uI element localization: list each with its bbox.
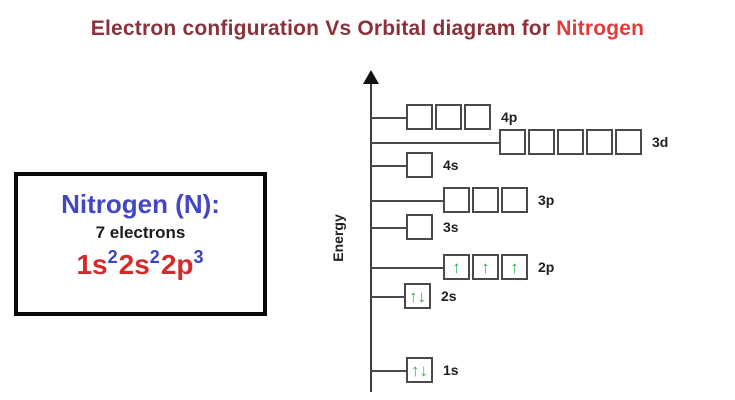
level-label-1s: 1s xyxy=(443,362,459,378)
orbital-box-2p: ↑ xyxy=(472,254,499,280)
orbital-row-3p: 3p xyxy=(443,187,554,213)
orbital-box-3d xyxy=(586,129,613,155)
up-arrow-icon: ↑ xyxy=(510,257,519,277)
config-subshell: 2s xyxy=(118,248,150,280)
config-superscript: 2 xyxy=(107,246,118,267)
orbital-box-3d xyxy=(557,129,584,155)
orbital-box-1s: ↑↓ xyxy=(406,357,433,383)
orbital-box-2p: ↑ xyxy=(443,254,470,280)
up-arrow-icon: ↑ xyxy=(481,257,490,277)
level-label-3d: 3d xyxy=(652,134,669,150)
orbital-box-3d xyxy=(615,129,642,155)
orbital-box-3p xyxy=(501,187,528,213)
down-arrow-icon: ↓ xyxy=(419,360,429,380)
level-tick-3s xyxy=(370,227,406,229)
electron-count: 7 electrons xyxy=(95,222,186,242)
energy-axis-label: Energy xyxy=(330,214,346,262)
level-tick-1s xyxy=(370,370,406,372)
up-arrow-icon: ↑ xyxy=(409,286,418,306)
element-info-box: Nitrogen (N): 7 electrons 1s22s22p3 xyxy=(14,172,267,316)
orbital-box-2s: ↑↓ xyxy=(404,283,431,309)
orbital-row-4s: 4s xyxy=(406,152,459,178)
config-superscript: 2 xyxy=(149,246,160,267)
level-label-2p: 2p xyxy=(538,259,555,275)
level-label-4s: 4s xyxy=(443,157,459,173)
title-element-name: Nitrogen xyxy=(556,17,645,40)
orbital-row-3s: 3s xyxy=(406,214,459,240)
orbital-box-3d xyxy=(499,129,526,155)
orbital-row-3d: 3d xyxy=(499,129,668,155)
level-label-4p: 4p xyxy=(501,109,518,125)
orbital-box-4s xyxy=(406,152,433,178)
level-tick-4p xyxy=(370,117,406,119)
level-tick-2s xyxy=(370,296,404,298)
level-tick-4s xyxy=(370,165,406,167)
orbital-box-3p xyxy=(472,187,499,213)
config-subshell: 2p xyxy=(160,248,194,280)
orbital-row-2s: ↑↓ 2s xyxy=(404,283,457,309)
title-prefix: Electron configuration Vs Orbital diagra… xyxy=(90,17,551,40)
level-label-3p: 3p xyxy=(538,192,555,208)
orbital-box-3p xyxy=(443,187,470,213)
orbital-box-4p xyxy=(435,104,462,130)
orbital-box-3d xyxy=(528,129,555,155)
orbital-row-1s: ↑↓ 1s xyxy=(406,357,459,383)
config-subshell: 1s xyxy=(76,248,108,280)
level-label-2s: 2s xyxy=(441,288,457,304)
orbital-box-2p: ↑ xyxy=(501,254,528,280)
element-name-heading: Nitrogen (N): xyxy=(61,189,220,219)
config-superscript: 3 xyxy=(193,246,204,267)
energy-axis-line xyxy=(370,80,372,392)
orbital-row-4p: 4p xyxy=(406,104,517,130)
orbital-box-4p xyxy=(464,104,491,130)
energy-axis-arrowhead-icon xyxy=(363,70,379,84)
up-arrow-icon: ↑ xyxy=(411,360,420,380)
level-tick-2p xyxy=(370,267,443,269)
level-label-3s: 3s xyxy=(443,219,459,235)
level-tick-3p xyxy=(370,200,443,202)
orbital-box-3s xyxy=(406,214,433,240)
orbital-row-2p: ↑ ↑ ↑ 2p xyxy=(443,254,554,280)
level-tick-3d xyxy=(370,142,499,144)
page-title: Electron configuration Vs Orbital diagra… xyxy=(0,17,735,41)
down-arrow-icon: ↓ xyxy=(417,286,427,306)
orbital-box-4p xyxy=(406,104,433,130)
up-arrow-icon: ↑ xyxy=(452,257,461,277)
electron-configuration: 1s22s22p3 xyxy=(18,247,263,282)
